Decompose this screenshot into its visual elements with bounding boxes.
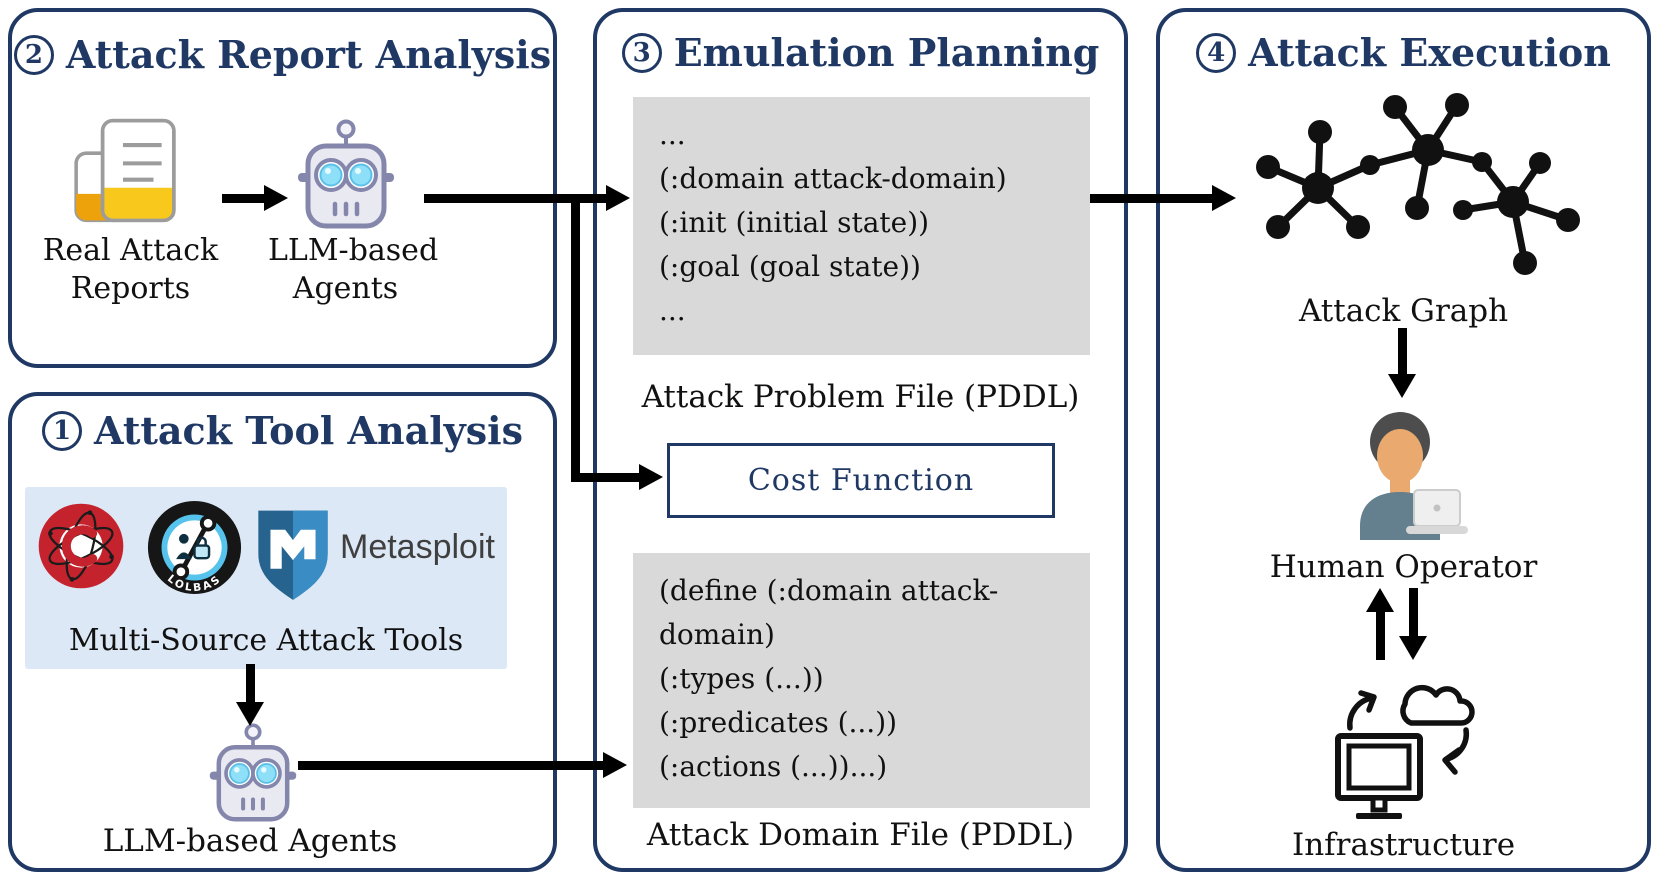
step-number-3: 3 bbox=[621, 32, 662, 73]
cost-function-label: Cost Function bbox=[747, 463, 975, 498]
tool-analysis-title-text: Attack Tool Analysis bbox=[94, 408, 523, 453]
arrow-reports-to-agents-shaft bbox=[222, 194, 264, 203]
lolbas-logo: LOLBAS bbox=[147, 500, 242, 594]
attack-problem-file-code: ... (:domain attack-domain) (:init (init… bbox=[633, 97, 1090, 355]
attack-execution-title: 4 Attack Execution bbox=[1156, 30, 1651, 75]
arrow-agents-to-domain-head bbox=[603, 752, 627, 778]
tool-analysis-title: 1 Attack Tool Analysis bbox=[8, 408, 557, 453]
code-line: (:predicates (...)) bbox=[659, 706, 898, 739]
multi-source-tools-caption: Multi-Source Attack Tools bbox=[68, 623, 464, 658]
arrow-agents-to-domain-shaft bbox=[298, 761, 603, 770]
emulation-planning-title-text: Emulation Planning bbox=[673, 30, 1100, 75]
arrow-agents-to-problem-head bbox=[606, 185, 630, 211]
arrow-graph-to-operator-head bbox=[1388, 374, 1416, 398]
human-operator-icon bbox=[1360, 412, 1468, 540]
atomic-red-team-logo bbox=[38, 503, 124, 589]
llm-agents-label-tools: LLM-based Agents bbox=[102, 823, 398, 859]
real-attack-reports-label: Real Attack Reports bbox=[42, 233, 219, 306]
emulation-planning-title: 3 Emulation Planning bbox=[593, 30, 1128, 75]
code-line: (:goal (goal state)) bbox=[659, 250, 921, 283]
robot-icon bbox=[209, 723, 297, 822]
llm-agents-label-report: LLM-based Agents bbox=[268, 233, 439, 306]
arrow-infra-to-operator-shaft bbox=[1376, 612, 1385, 660]
branch-to-cost-horizontal-shaft bbox=[571, 473, 639, 482]
arrow-reports-to-agents-head bbox=[264, 185, 288, 211]
branch-to-cost-head bbox=[639, 464, 663, 490]
attack-domain-file-code: (define (:domain attack- domain) (:types… bbox=[633, 553, 1090, 808]
arrow-graph-to-operator-shaft bbox=[1398, 328, 1407, 374]
branch-to-cost-vertical-shaft bbox=[571, 194, 580, 482]
code-line: ... bbox=[659, 294, 686, 327]
metasploit-logo bbox=[258, 510, 328, 600]
report-icon bbox=[74, 118, 176, 223]
step-number-1: 1 bbox=[42, 410, 82, 451]
code-line: domain) bbox=[659, 618, 775, 651]
attack-problem-file-caption: Attack Problem File (PDDL) bbox=[641, 379, 1080, 415]
robot-icon bbox=[298, 119, 394, 229]
arrow-operator-to-infra-head bbox=[1399, 636, 1427, 660]
attack-graph-icon bbox=[1256, 93, 1580, 275]
code-line: (:actions (...))...) bbox=[659, 750, 888, 783]
infrastructure-icon bbox=[1335, 684, 1475, 819]
human-operator-caption: Human Operator bbox=[1269, 549, 1538, 585]
arrow-tools-to-agents-head bbox=[236, 702, 264, 726]
attack-graph-caption: Attack Graph bbox=[1298, 293, 1509, 329]
report-analysis-title: 2 Attack Report Analysis bbox=[8, 32, 557, 77]
attack-domain-file-caption: Attack Domain File (PDDL) bbox=[646, 817, 1075, 853]
code-line: (:init (initial state)) bbox=[659, 206, 930, 239]
step-number-2: 2 bbox=[13, 34, 54, 75]
arrow-infra-to-operator-head bbox=[1366, 588, 1394, 612]
code-line: (:domain attack-domain) bbox=[659, 162, 1007, 195]
attack-execution-title-text: Attack Execution bbox=[1248, 30, 1611, 75]
arrow-problem-to-graph-head bbox=[1212, 185, 1236, 211]
report-analysis-title-text: Attack Report Analysis bbox=[65, 32, 552, 77]
code-line: ... bbox=[659, 118, 686, 151]
metasploit-label: Metasploit bbox=[340, 528, 495, 566]
arrow-operator-to-infra-shaft bbox=[1409, 588, 1418, 636]
code-line: (:types (...)) bbox=[659, 662, 824, 695]
arrow-tools-to-agents-shaft bbox=[246, 664, 255, 702]
arrow-problem-to-graph-shaft bbox=[1090, 194, 1212, 203]
step-number-4: 4 bbox=[1196, 32, 1237, 73]
cost-function-box: Cost Function bbox=[667, 443, 1055, 518]
arrow-agents-to-problem-shaft bbox=[424, 194, 606, 203]
infrastructure-caption: Infrastructure bbox=[1291, 827, 1516, 863]
code-line: (define (:domain attack- bbox=[659, 574, 999, 607]
